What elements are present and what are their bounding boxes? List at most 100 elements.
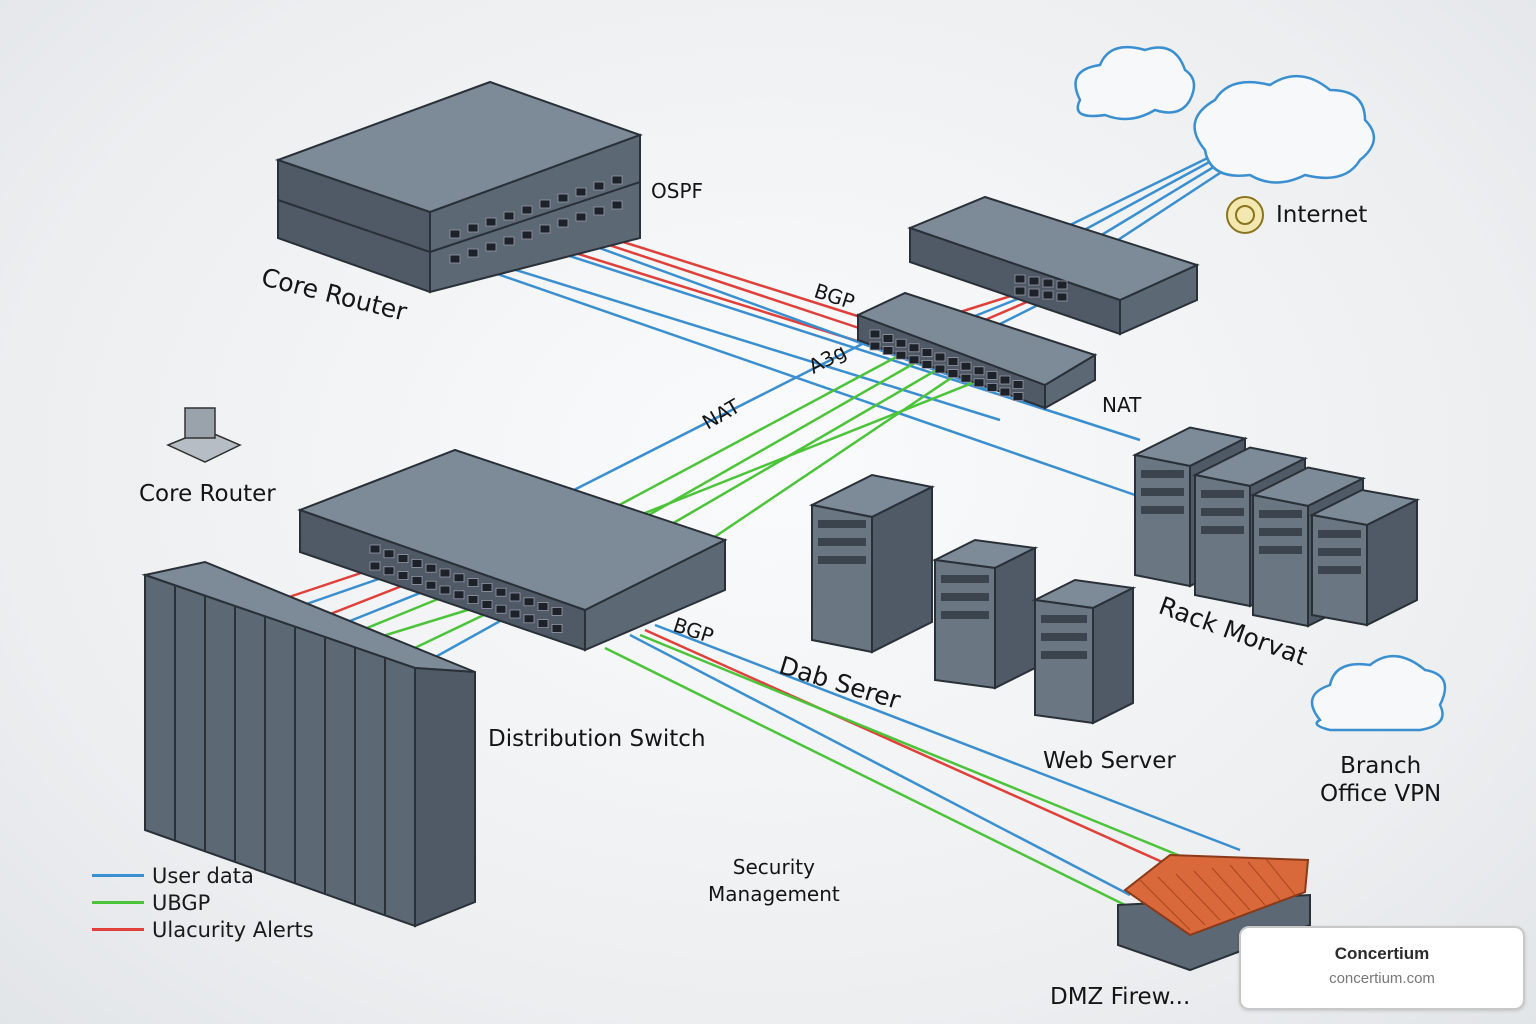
port: [1012, 380, 1024, 390]
rack-icon[interactable]: [141, 560, 476, 928]
legend: User data UBGP Ulacurity Alerts: [92, 862, 314, 943]
port: [1028, 276, 1040, 286]
switch-icon[interactable]: [855, 291, 1098, 410]
port: [593, 181, 605, 191]
card-title: Concertium: [1334, 944, 1430, 963]
port: [1042, 278, 1054, 288]
link-user-data: [569, 338, 871, 494]
port: [986, 382, 998, 392]
port: [921, 347, 933, 357]
port: [467, 248, 479, 258]
port: [495, 587, 507, 597]
port: [539, 199, 551, 209]
port: [1028, 288, 1040, 298]
port: [425, 563, 437, 573]
server-tower-icon[interactable]: [931, 538, 1039, 690]
port: [1042, 290, 1054, 300]
port: [537, 602, 549, 611]
switch-icon[interactable]: [907, 195, 1200, 336]
port: [1056, 292, 1068, 302]
legend-item-user-data: User data: [92, 862, 314, 889]
card-url[interactable]: concertium.com: [1329, 970, 1435, 987]
label-distribution-switch: Distribution Switch: [488, 726, 706, 752]
port: [999, 375, 1011, 385]
port: [973, 366, 985, 376]
port: [509, 609, 521, 619]
port: [439, 585, 451, 595]
port: [869, 341, 881, 351]
port: [611, 200, 623, 210]
port: [869, 329, 881, 339]
port: [467, 595, 479, 604]
server-tower-icon[interactable]: [1031, 578, 1137, 725]
port: [934, 352, 946, 362]
server-tower-icon[interactable]: [808, 473, 936, 654]
port: [1014, 286, 1026, 296]
label-security-line1: Security: [732, 855, 815, 879]
server-tower-icon[interactable]: [1308, 488, 1421, 627]
port: [439, 568, 451, 578]
port: [523, 597, 535, 607]
port: [521, 230, 533, 240]
port: [557, 193, 569, 203]
port: [453, 590, 465, 600]
port: [557, 218, 569, 228]
port: [1012, 392, 1024, 402]
port: [411, 576, 423, 585]
port: [481, 600, 493, 609]
workstation-icon: [166, 407, 242, 463]
port: [369, 561, 381, 571]
port: [882, 346, 894, 356]
legend-item-alerts: Ulacurity Alerts: [92, 916, 314, 943]
port: [895, 350, 907, 360]
port: [575, 212, 587, 222]
port: [383, 566, 395, 576]
source-card[interactable]: Concertium concertium.com: [1239, 926, 1525, 1010]
port: [973, 378, 985, 388]
label-branch-vpn: Branch Office VPN: [1320, 752, 1441, 808]
port: [575, 187, 587, 197]
port: [539, 224, 551, 234]
link-bgp: [609, 353, 901, 512]
port: [999, 387, 1011, 397]
port: [521, 205, 533, 215]
router-icon[interactable]: [275, 80, 643, 294]
label-security-management: Security Management: [708, 854, 840, 908]
port: [467, 223, 479, 233]
link-user-data: [489, 260, 1001, 422]
port: [467, 578, 479, 587]
link-alerts: [569, 230, 881, 337]
label-ospf: OSPF: [651, 179, 704, 203]
port: [593, 206, 605, 216]
port: [908, 355, 920, 365]
port: [1014, 274, 1026, 284]
link-bgp: [604, 646, 1126, 907]
label-web-server: Web Server: [1043, 748, 1176, 774]
link-bgp: [639, 378, 981, 517]
link-bgp: [669, 366, 941, 527]
port: [503, 236, 515, 246]
port: [611, 175, 623, 185]
link-bgp: [709, 370, 961, 542]
label-branch-vpn-line1: Branch: [1340, 753, 1422, 779]
link-user-data: [479, 266, 1136, 497]
internet-globe-icon: [1226, 196, 1264, 234]
port: [960, 361, 972, 371]
legend-swatch: [92, 928, 144, 931]
port: [453, 573, 465, 583]
port: [523, 614, 535, 624]
port: [369, 544, 381, 554]
port: [449, 229, 461, 239]
port: [485, 242, 497, 252]
switch-icon[interactable]: [297, 448, 728, 652]
legend-swatch: [92, 874, 144, 877]
port: [449, 254, 461, 264]
label-branch-vpn-line2: Office VPN: [1320, 781, 1442, 807]
link-alerts: [539, 240, 871, 347]
port: [537, 619, 549, 628]
port: [551, 624, 563, 633]
port: [485, 217, 497, 227]
port: [481, 583, 493, 592]
port: [495, 604, 507, 614]
